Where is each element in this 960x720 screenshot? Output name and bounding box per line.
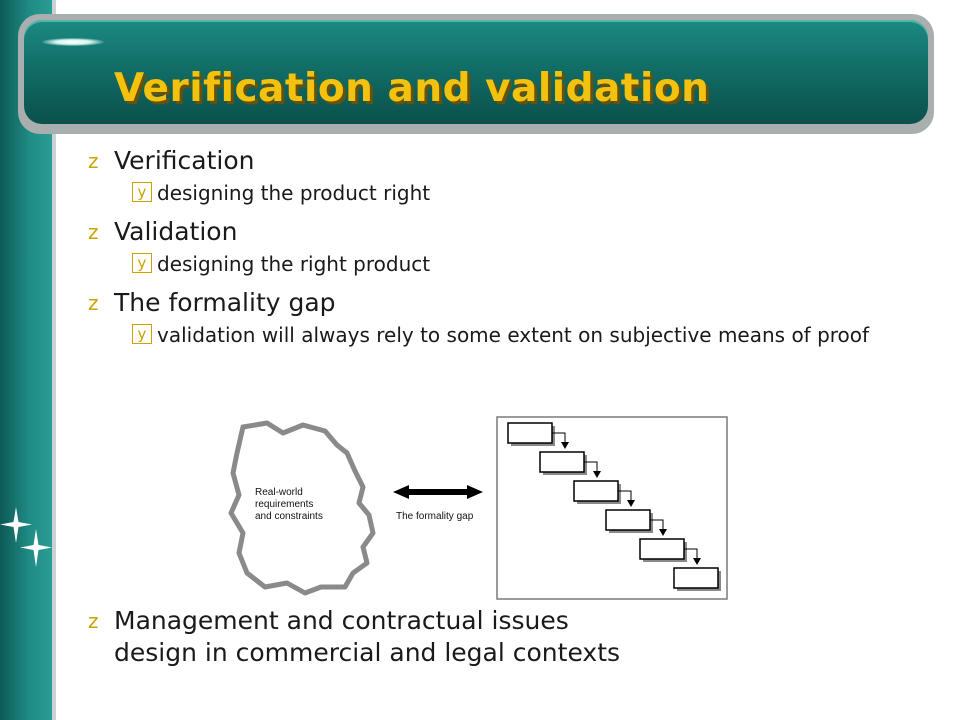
z-bullet-icon: z — [88, 220, 99, 244]
gloss-highlight — [42, 38, 104, 46]
bullet-management: z Management and contractual issues desi… — [88, 605, 914, 669]
sub-bullet-text: validation will always rely to some exte… — [157, 323, 870, 347]
bullet-text: Verification — [114, 146, 255, 175]
y-checkbox-icon: y — [132, 324, 152, 344]
waterfall-step-5 — [639, 538, 701, 565]
double-arrow-icon — [393, 485, 483, 499]
y-checkbox-icon: y — [132, 182, 152, 202]
cloud-label-line3: and constraints — [255, 511, 323, 522]
z-bullet-icon: z — [88, 609, 99, 633]
sub-bullet: y designing the right product — [88, 252, 948, 277]
sub-bullet-text: designing the product right — [157, 181, 431, 205]
z-bullet-icon: z — [88, 149, 99, 173]
waterfall-step-2 — [539, 451, 601, 478]
bullet-text: Validation — [114, 217, 238, 246]
sub-bullet: y validation will always rely to some ex… — [88, 323, 927, 348]
title-panel — [24, 20, 928, 124]
cloud-label-line2: requirements — [255, 499, 313, 510]
bullet-list: z Verification y designing the product r… — [88, 145, 948, 348]
y-checkbox-icon: y — [132, 253, 152, 273]
waterfall-step-6 — [673, 567, 721, 591]
waterfall-step-4 — [605, 509, 667, 536]
z-bullet-icon: z — [88, 291, 99, 315]
bullet-validation: z Validation — [88, 216, 948, 248]
waterfall-step-1 — [507, 422, 569, 449]
requirements-cloud-shape — [228, 420, 376, 596]
arrow-label: The formality gap — [396, 511, 474, 522]
waterfall-steps — [507, 422, 721, 591]
sub-bullet: y designing the product right — [88, 181, 948, 206]
bullet-formality-gap: z The formality gap — [88, 287, 948, 319]
waterfall-step-3 — [573, 480, 635, 507]
bullet-text-line1: Management and contractual issues — [114, 606, 569, 635]
sub-bullet-text: designing the right product — [157, 252, 431, 276]
bullet-text-line2: design in commercial and legal contexts — [114, 638, 621, 667]
bullet-verification: z Verification — [88, 145, 948, 177]
sidebar-edge — [52, 0, 56, 720]
formality-gap-diagram: Real-world requirements and constraints … — [228, 416, 728, 600]
bullet-text: The formality gap — [114, 288, 336, 317]
sparkle-stars-icon — [0, 507, 52, 567]
page-title: Verification and validation — [114, 66, 710, 111]
cloud-label-line1: Real-world — [255, 487, 303, 498]
